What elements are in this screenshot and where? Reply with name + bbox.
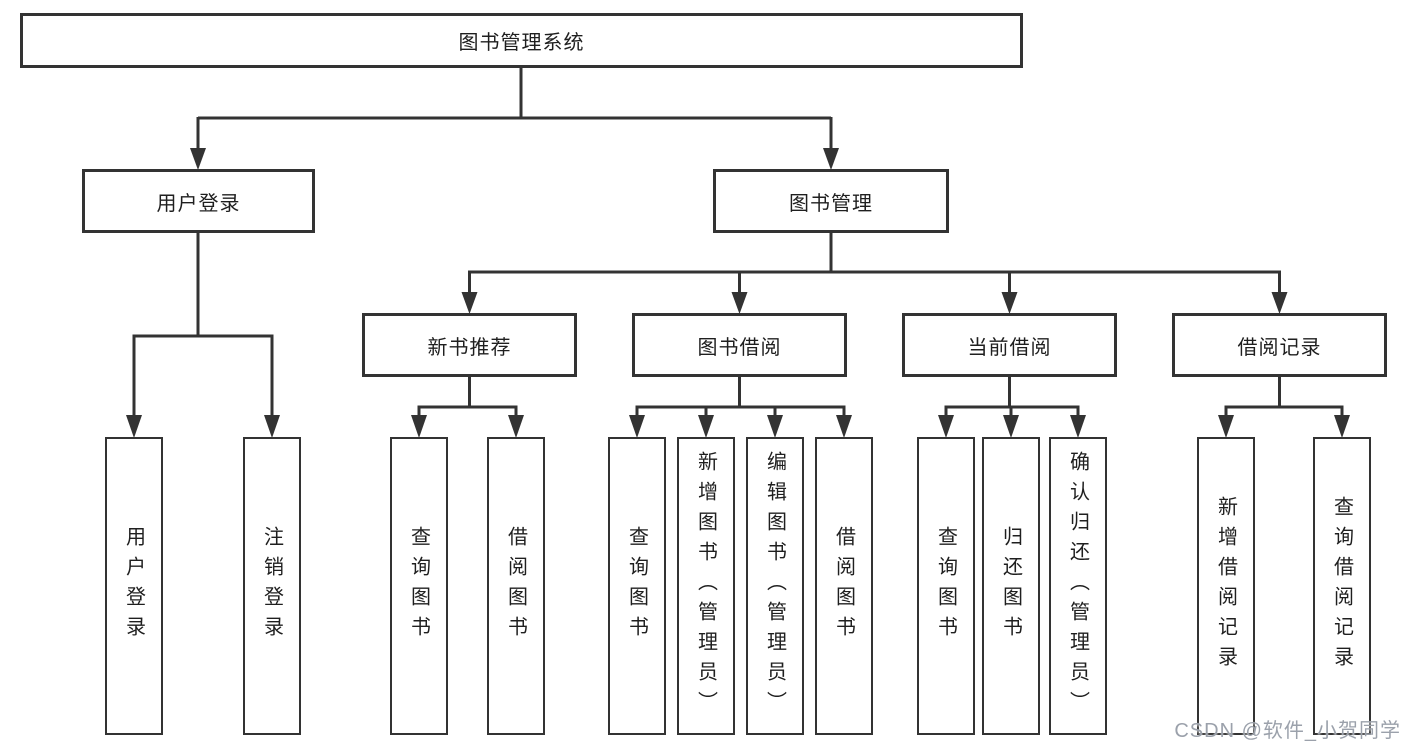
leaf-label: 新增借阅记录	[1214, 496, 1237, 676]
connector-current-borrow-to-leaves	[938, 377, 1086, 438]
arrowhead-down-icon	[938, 415, 954, 438]
leaf-label: 查询图书	[407, 526, 430, 646]
leaf-label: 新增图书（管理员）	[694, 451, 717, 721]
leaf-user-login: 用户登录	[105, 437, 163, 735]
leaf-label: 查询借阅记录	[1330, 496, 1353, 676]
leaf-bb-edit-books-admin: 编辑图书（管理员）	[746, 437, 804, 735]
leaf-br-query-record: 查询借阅记录	[1313, 437, 1371, 735]
arrowhead-down-icon	[126, 415, 142, 438]
connector-user-login-to-leaves	[126, 233, 280, 438]
leaf-br-add-record: 新增借阅记录	[1197, 437, 1255, 735]
connector-borrow-records-to-leaves	[1218, 377, 1350, 438]
leaf-cb-confirm-return-admin: 确认归还（管理员）	[1049, 437, 1107, 735]
arrowhead-down-icon	[1001, 292, 1018, 314]
leaf-bb-borrow-books: 借阅图书	[815, 437, 873, 735]
node-book-management: 图书管理	[713, 169, 949, 233]
node-book-borrow: 图书借阅	[632, 313, 847, 377]
leaf-label: 借阅图书	[504, 526, 527, 646]
leaf-label: 查询图书	[625, 526, 648, 646]
leaf-nbr-borrow-books: 借阅图书	[487, 437, 545, 735]
arrowhead-down-icon	[264, 415, 280, 438]
leaf-label: 编辑图书（管理员）	[763, 451, 786, 721]
arrowhead-down-icon	[1218, 415, 1234, 438]
leaf-label: 确认归还（管理员）	[1066, 451, 1089, 721]
arrowhead-down-icon	[698, 415, 714, 438]
arrowhead-down-icon	[508, 415, 524, 438]
connector-new-book-to-leaves	[411, 377, 524, 438]
arrowhead-down-icon	[1334, 415, 1350, 438]
leaf-label: 用户登录	[122, 526, 145, 646]
node-new-book-recommend: 新书推荐	[362, 313, 577, 377]
node-current-borrow: 当前借阅	[902, 313, 1117, 377]
leaf-nbr-query-books: 查询图书	[390, 437, 448, 735]
arrowhead-down-icon	[767, 415, 783, 438]
arrowhead-down-icon	[411, 415, 427, 438]
connector-root-to-level2	[190, 68, 839, 170]
leaf-cb-return-books: 归还图书	[982, 437, 1040, 735]
csdn-watermark: CSDN @软件_小贺同学	[1174, 720, 1401, 742]
arrowhead-down-icon	[1070, 415, 1086, 438]
leaf-label: 查询图书	[934, 526, 957, 646]
connector-book-management-to-level3	[461, 233, 1288, 314]
arrowhead-down-icon	[836, 415, 852, 438]
node-library-management-system: 图书管理系统	[20, 13, 1023, 68]
arrowhead-down-icon	[461, 292, 478, 314]
arrowhead-down-icon	[823, 148, 839, 170]
node-borrow-records: 借阅记录	[1172, 313, 1387, 377]
leaf-bb-add-books-admin: 新增图书（管理员）	[677, 437, 735, 735]
arrowhead-down-icon	[190, 148, 206, 170]
leaf-label: 借阅图书	[832, 526, 855, 646]
leaf-cb-query-books: 查询图书	[917, 437, 975, 735]
arrowhead-down-icon	[629, 415, 645, 438]
leaf-label: 注销登录	[260, 526, 283, 646]
arrowhead-down-icon	[731, 292, 748, 314]
leaf-bb-query-books: 查询图书	[608, 437, 666, 735]
leaf-logout-login: 注销登录	[243, 437, 301, 735]
arrowhead-down-icon	[1271, 292, 1288, 314]
arrowhead-down-icon	[1003, 415, 1019, 438]
connector-book-borrow-to-leaves	[629, 377, 852, 438]
leaf-label: 归还图书	[999, 526, 1022, 646]
node-user-login: 用户登录	[82, 169, 315, 233]
